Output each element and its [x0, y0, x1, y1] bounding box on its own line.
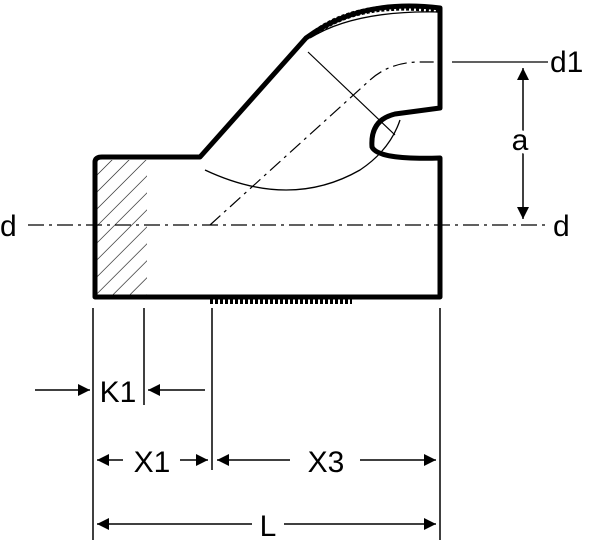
- socket-hatch: [95, 160, 147, 297]
- label-d-right: d: [553, 210, 570, 243]
- label-l: L: [260, 510, 277, 543]
- label-a: a: [512, 124, 529, 157]
- label-d1: d1: [550, 46, 583, 79]
- branch-bore-upper: [309, 11, 441, 39]
- label-d-left: d: [0, 210, 17, 243]
- branch-centerline: [209, 61, 440, 226]
- label-x1: X1: [134, 446, 171, 479]
- branch-bore-inner: [204, 119, 401, 191]
- label-x3: X3: [308, 446, 345, 479]
- label-k1: K1: [100, 376, 137, 409]
- top-weld-bead: [314, 4, 441, 35]
- branch-section-line: [307, 51, 396, 136]
